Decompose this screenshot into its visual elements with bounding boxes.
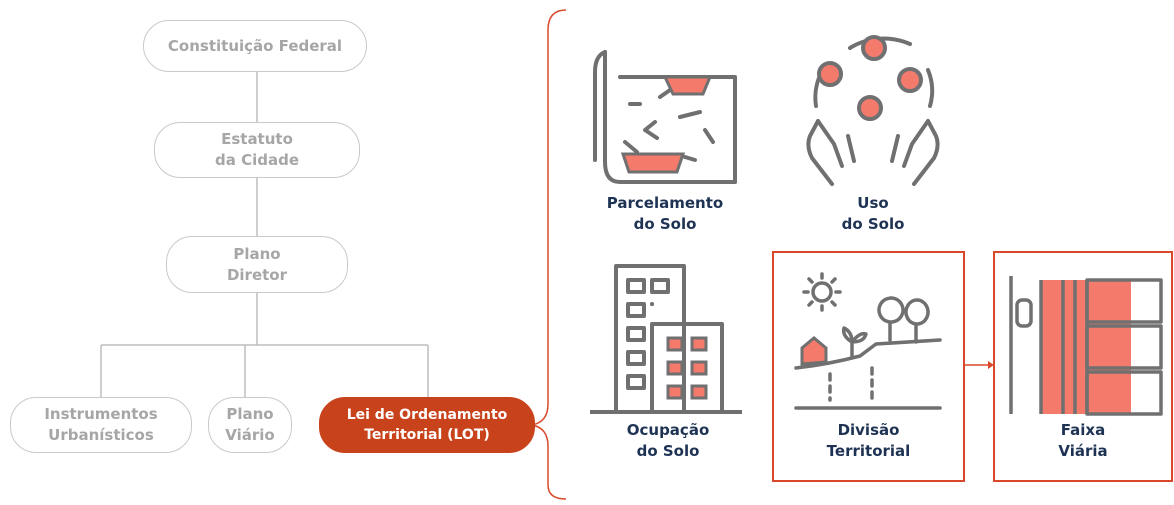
node-plano-viario: Plano Viário xyxy=(208,397,292,453)
road-strip-icon xyxy=(1009,276,1163,416)
buildings-icon xyxy=(590,264,742,414)
label-parcelamento: Parcelamento do Solo xyxy=(606,194,724,233)
juggling-hands-icon xyxy=(806,35,940,186)
card-divisao-territorial xyxy=(772,251,965,482)
node-instrumentos-urbanisticos: Instrumentos Urbanísticos xyxy=(10,397,192,453)
map-plot-icon xyxy=(593,50,737,184)
label-uso: Uso do Solo xyxy=(841,194,905,233)
node-estatuto-label: Estatuto da Cidade xyxy=(214,130,299,169)
node-constituicao-federal: Constituição Federal xyxy=(143,20,367,72)
node-plano-viario-label: Plano Viário xyxy=(225,405,275,444)
bracket-brace xyxy=(531,9,567,500)
node-estatuto-da-cidade: Estatuto da Cidade xyxy=(154,122,360,178)
node-instrumentos-label: Instrumentos Urbanísticos xyxy=(44,405,158,444)
node-plano-diretor: Plano Diretor xyxy=(166,236,348,293)
node-lei-ordenamento-territorial: Lei de Ordenamento Territorial (LOT) xyxy=(319,397,535,453)
label-ocupacao: Ocupação do Solo xyxy=(626,421,710,460)
node-lot-label: Lei de Ordenamento Territorial (LOT) xyxy=(346,407,508,443)
node-constituicao-label: Constituição Federal xyxy=(167,36,343,55)
landscape-division-icon xyxy=(794,272,942,410)
node-plano-diretor-label: Plano Diretor xyxy=(226,244,288,284)
label-faixa: Faixa Viária xyxy=(1058,421,1108,460)
label-divisao: Divisão Territorial xyxy=(826,421,911,460)
